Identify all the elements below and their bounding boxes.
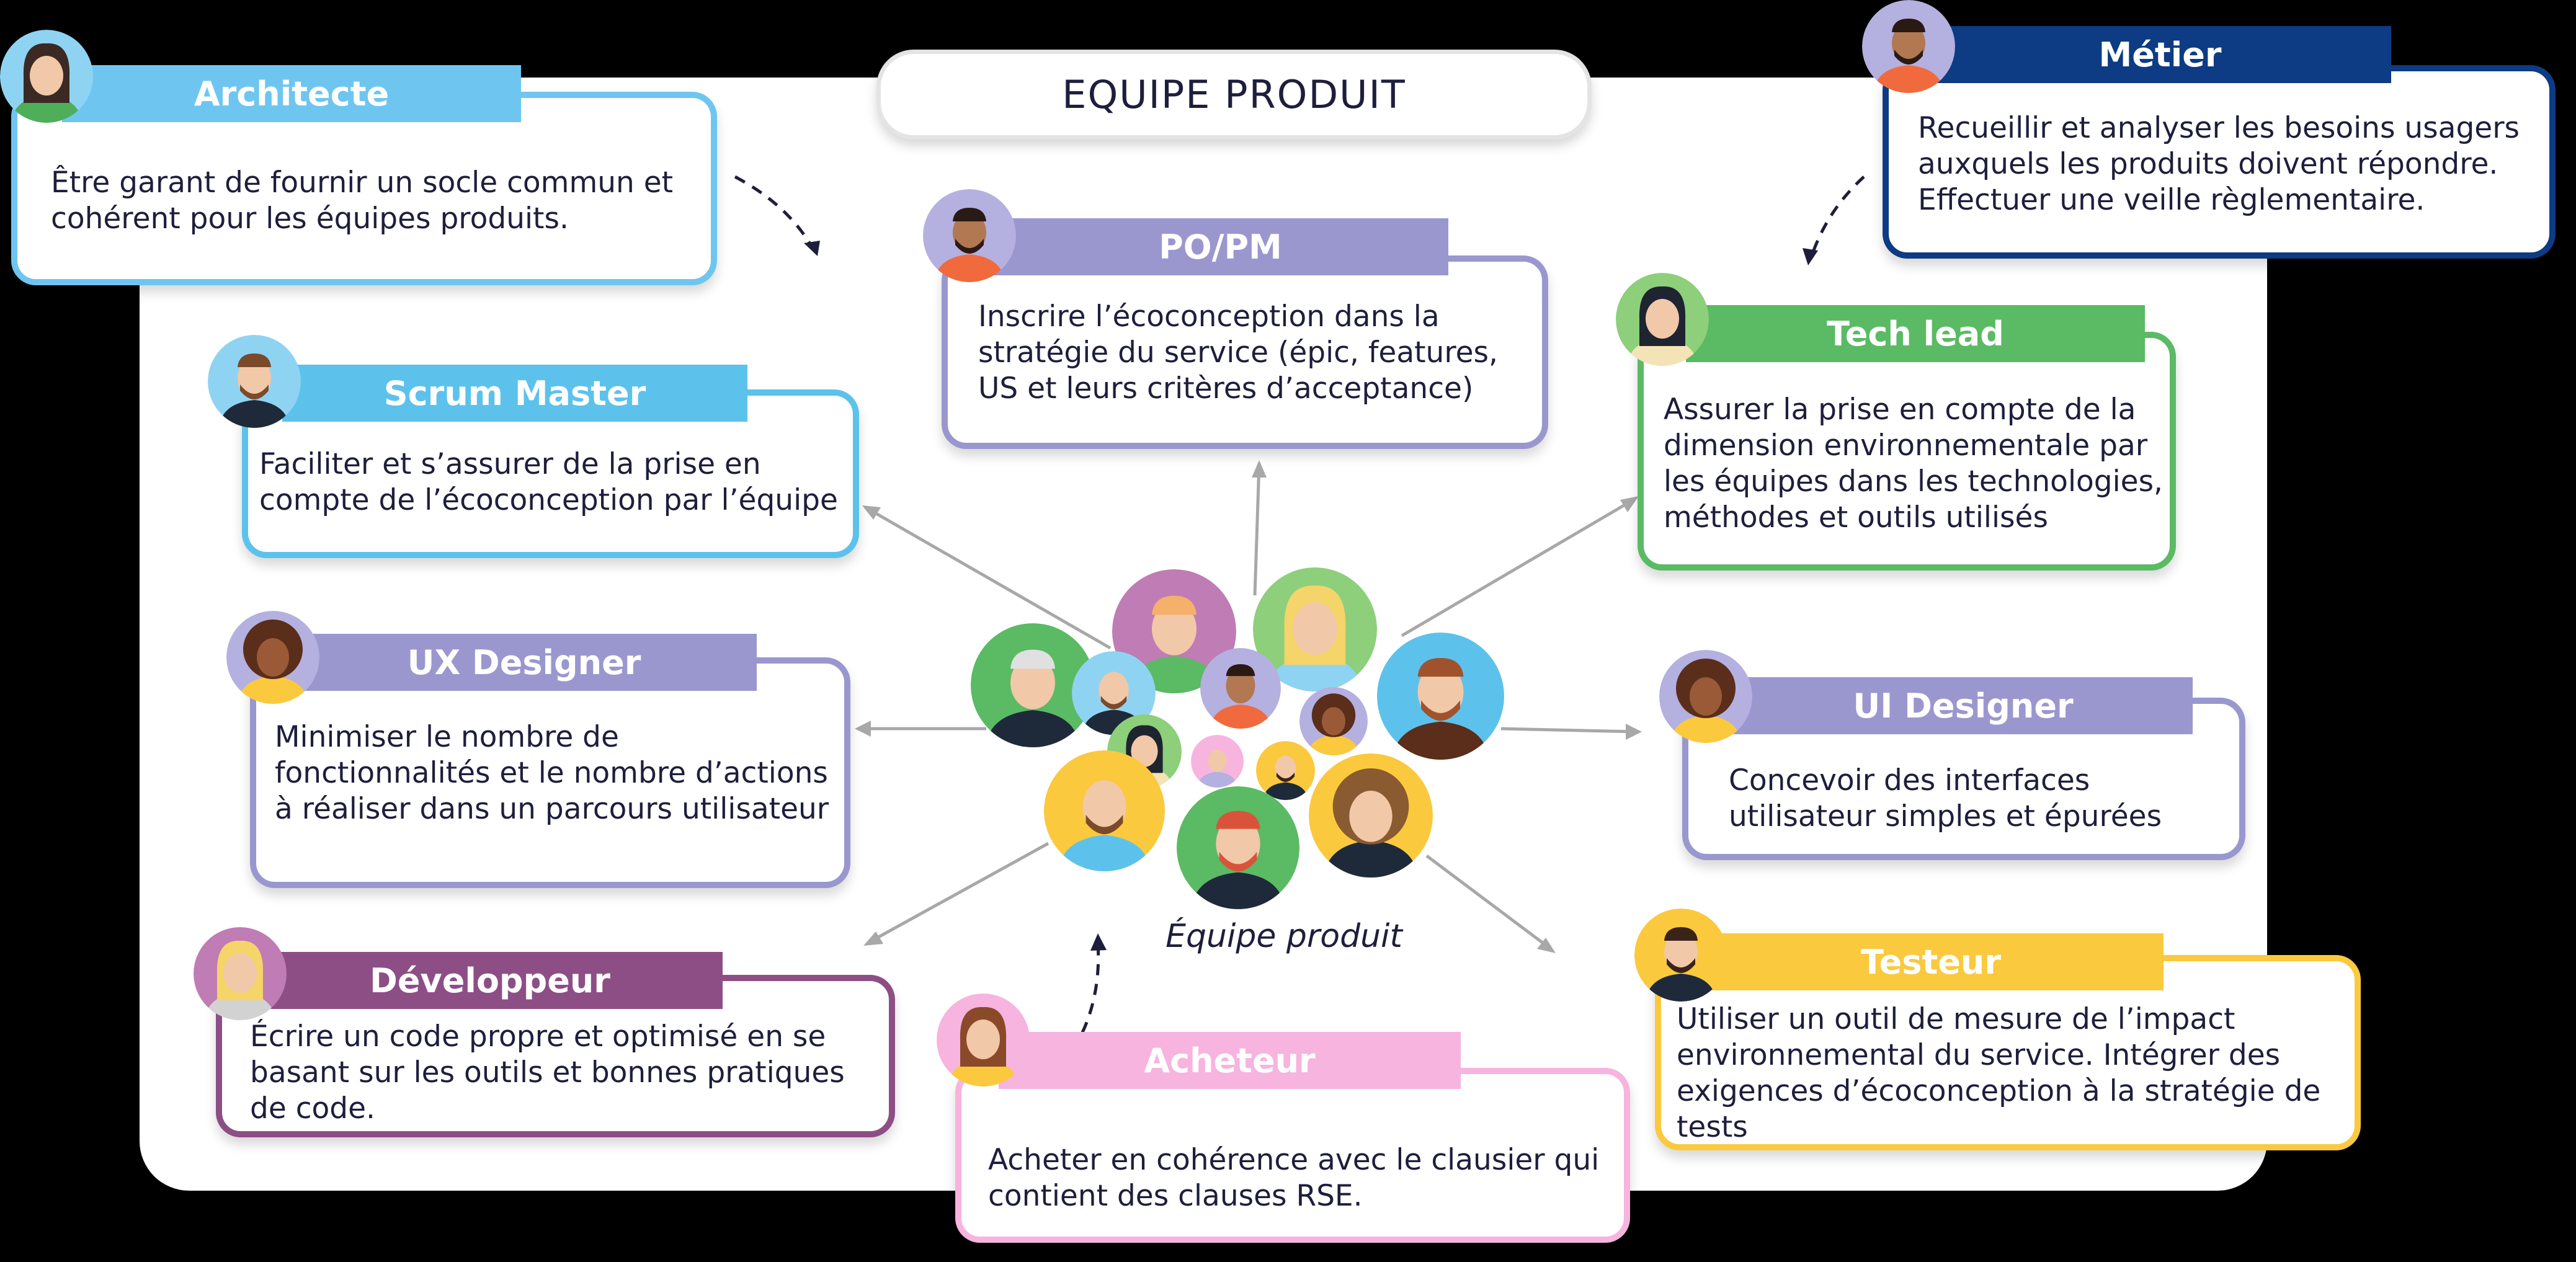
role-description: Écrire un code propre et optimisé en se … xyxy=(250,1020,845,1126)
role-title: UX Designer xyxy=(292,634,757,691)
role-description: Utiliser un outil de mesure de l’impact … xyxy=(1677,1002,2321,1144)
role-description: Être garant de fournir un socle commun e… xyxy=(51,166,674,236)
scrum-master-avatar xyxy=(208,335,301,428)
crowd-avatar xyxy=(1191,735,1244,788)
role-title: Métier xyxy=(1929,26,2391,83)
arrow-to-scrum xyxy=(864,505,1112,650)
crowd-avatar xyxy=(1200,648,1281,729)
dashed-arrow-acheteur xyxy=(1081,942,1100,1034)
role-title: Scrum Master xyxy=(282,365,747,422)
role-title: UI Designer xyxy=(1734,677,2193,734)
role-title: Tech lead xyxy=(1686,305,2145,362)
role-description: Acheter en cohérence avec le clausier qu… xyxy=(988,1143,1600,1213)
acheteur-avatar xyxy=(937,993,1030,1086)
crowd-avatar xyxy=(971,623,1095,747)
arrow-to-testeur xyxy=(1425,855,1552,950)
role-title: Développeur xyxy=(257,952,723,1009)
role-title: PO/PM xyxy=(992,218,1448,275)
crowd-avatar xyxy=(1256,741,1315,800)
metier-avatar xyxy=(1862,0,1955,93)
ui-designer-avatar xyxy=(1659,650,1752,743)
role-description: Faciliter et s’assurer de la prise en co… xyxy=(259,447,838,517)
crowd-avatar xyxy=(1377,633,1504,760)
role-title: Testeur xyxy=(1698,933,2164,990)
role-description: Inscrire l’écoconception dans la stratég… xyxy=(978,300,1498,406)
popm-avatar xyxy=(923,189,1016,282)
tech-lead-avatar xyxy=(1616,273,1709,366)
center-label: Équipe produit xyxy=(1165,918,1402,955)
arrow-to-popm xyxy=(1253,463,1262,596)
dashed-arrow-metier xyxy=(1809,176,1865,258)
role-description: Minimiser le nombre de fonctionnalités e… xyxy=(275,720,829,826)
testeur-avatar xyxy=(1634,909,1727,1002)
role-title: Architecte xyxy=(62,65,521,122)
crowd-avatar xyxy=(1309,753,1433,878)
page-title: EQUIPE PRODUIT xyxy=(876,50,1592,140)
ux-designer-avatar xyxy=(226,611,319,704)
arrow-to-techlead xyxy=(1401,497,1636,638)
arrow-to-dev xyxy=(867,842,1050,944)
crowd-avatar xyxy=(1044,750,1165,871)
arrow-to-ui xyxy=(1500,727,1638,734)
crowd-avatar xyxy=(1177,786,1299,909)
role-title: Acheteur xyxy=(999,1032,1461,1089)
crowd-avatar xyxy=(1253,567,1377,691)
crowd-avatar xyxy=(1299,687,1368,755)
dashed-arrow-architecte xyxy=(734,175,814,249)
role-description: Assurer la prise en compte de la dimensi… xyxy=(1664,393,2163,535)
developpeur-avatar xyxy=(194,927,287,1020)
role-description: Concevoir des interfaces utilisateur sim… xyxy=(1729,763,2162,833)
role-description: Recueillir et analyser les besoins usage… xyxy=(1918,111,2520,217)
architecte-avatar xyxy=(0,30,93,123)
